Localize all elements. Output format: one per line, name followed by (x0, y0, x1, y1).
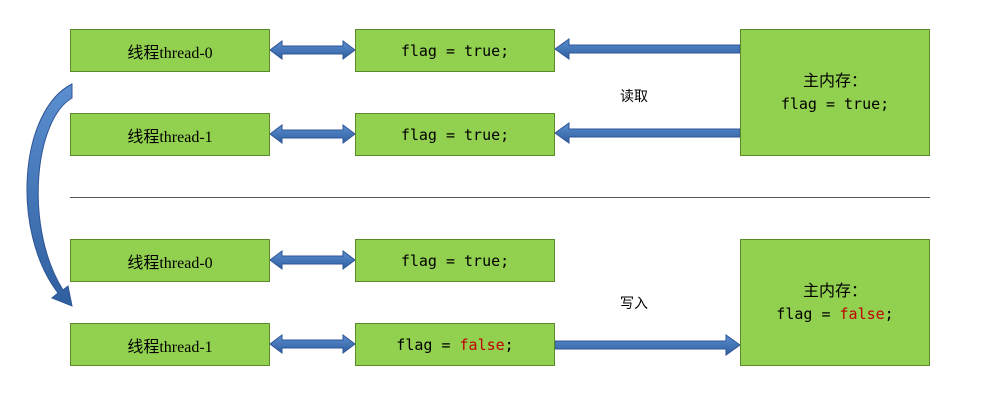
write-label: 写入 (620, 296, 648, 312)
flag-value: flag = true; (400, 251, 510, 270)
double-arrow-bottom-thread0 (269, 250, 356, 270)
section-divider (70, 197, 930, 198)
thread1-box-top: 线程thread-1 (70, 113, 270, 156)
thread1-local-copy-top: flag = true; (355, 113, 555, 156)
main-memory-box-bottom: 主内存： flag = false; (740, 239, 930, 366)
main-memory-title: 主内存： (802, 72, 867, 90)
main-memory-box-top: 主内存： flag = true; (740, 29, 930, 156)
thread1-label: 线程thread-1 (127, 338, 213, 356)
main-memory-title: 主内存： (802, 282, 867, 300)
thread0-label: 线程thread-0 (127, 44, 213, 62)
flag-value: flag = true; (400, 125, 510, 144)
thread1-box-bottom: 线程thread-1 (70, 323, 270, 366)
thread0-box-top: 线程thread-0 (70, 29, 270, 72)
thread0-local-copy-bottom: flag = true; (355, 239, 555, 282)
read-label: 读取 (620, 89, 648, 105)
thread0-box-bottom: 线程thread-0 (70, 239, 270, 282)
main-memory-value: flag = false; (776, 304, 894, 323)
double-arrow-bottom-thread1 (269, 334, 356, 354)
read-arrow-bottom (554, 122, 741, 144)
main-memory-value: flag = true; (780, 94, 890, 113)
thread1-local-copy-bottom: flag = false; (355, 323, 555, 366)
thread0-label: 线程thread-0 (127, 254, 213, 272)
write-arrow (554, 334, 741, 356)
double-arrow-top-thread0 (269, 40, 356, 60)
flag-value: flag = false; (396, 335, 514, 354)
double-arrow-top-thread1 (269, 124, 356, 144)
thread1-label: 线程thread-1 (127, 128, 213, 146)
read-arrow-top (554, 38, 741, 60)
curved-transition-arrow (26, 83, 73, 307)
flag-value: flag = true; (400, 41, 510, 60)
thread0-local-copy-top: flag = true; (355, 29, 555, 72)
